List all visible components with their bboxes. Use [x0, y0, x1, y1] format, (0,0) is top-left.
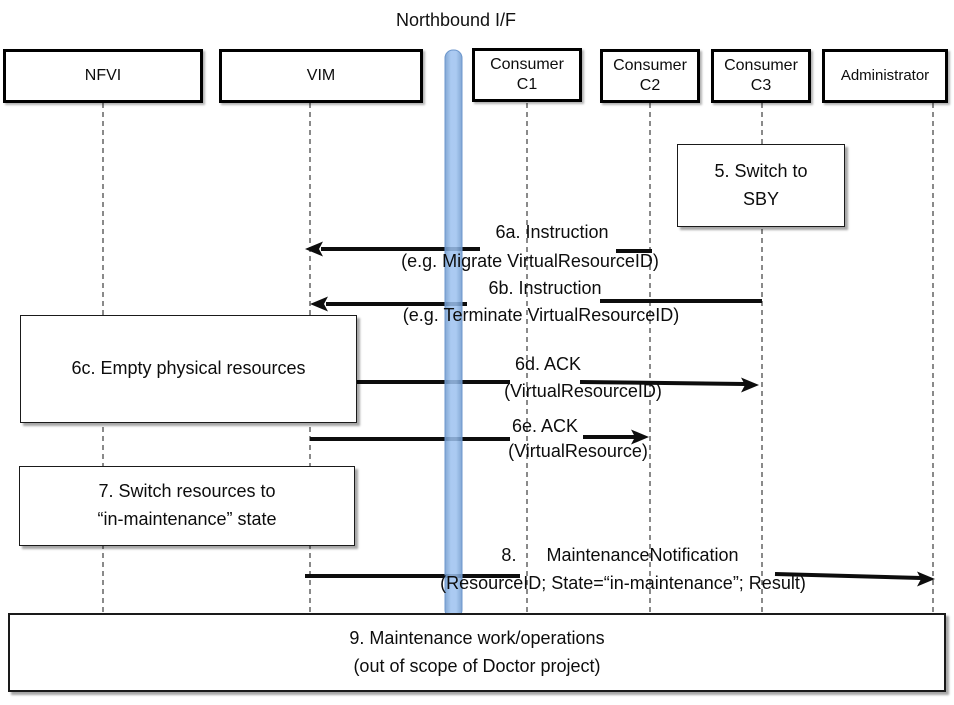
note-9-line1: 9. Maintenance work/operations	[349, 627, 605, 648]
actor-consumer-c3-label-line2: C3	[750, 77, 772, 94]
message-6b-label: 6b. Instruction	[488, 278, 602, 298]
message-6e-arrow	[310, 429, 649, 445]
message-8-label: 8. MaintenanceNotification	[501, 545, 739, 565]
note-6c-empty-physical-resources: 6c. Empty physical resources	[20, 315, 357, 423]
actor-consumer-c2-label-line2: C2	[639, 77, 661, 94]
actor-administrator-label: Administrator	[840, 67, 930, 85]
message-6d-label: 6d. ACK	[514, 354, 582, 374]
note-5-line2: SBY	[742, 188, 780, 209]
note-5-line1: 5. Switch to	[714, 160, 808, 181]
message-8-detail: (ResourceID; State=“in-maintenance”; Res…	[440, 573, 806, 593]
actor-consumer-c1-label-line1: Consumer	[490, 55, 564, 73]
actor-consumer-c3: Consumer C3	[711, 49, 811, 103]
note-6c-line1: 6c. Empty physical resources	[71, 358, 306, 379]
message-6b-detail: (e.g. Terminate VirtualResourceID)	[402, 305, 680, 325]
message-6a-detail: (e.g. Migrate VirtualResourceID)	[401, 251, 659, 271]
northbound-interface-bar	[444, 49, 463, 619]
actor-consumer-c1: Consumer C1	[472, 48, 582, 102]
note-9-maintenance-work: 9. Maintenance work/operations (out of s…	[8, 613, 946, 692]
message-8-arrow	[305, 571, 935, 587]
message-6d-arrow	[357, 377, 759, 393]
note-9-line2: (out of scope of Doctor project)	[353, 655, 601, 676]
message-6b-arrow	[310, 296, 762, 312]
actor-consumer-c3-label-line1: Consumer	[724, 56, 798, 74]
actor-nfvi-label: NFVI	[84, 66, 122, 84]
note-5-switch-to-sby: 5. Switch to SBY	[677, 144, 845, 227]
actor-vim-label: VIM	[306, 66, 336, 84]
actor-consumer-c2: Consumer C2	[600, 49, 700, 103]
actor-consumer-c2-label-line1: Consumer	[613, 56, 687, 74]
note-7-switch-resources: 7. Switch resources to “in-maintenance” …	[19, 466, 355, 546]
message-6d-detail: (VirtualResourceID)	[504, 381, 662, 401]
message-6a-label: 6a. Instruction	[495, 222, 609, 242]
note-7-line2: “in-maintenance” state	[97, 509, 277, 529]
actor-administrator: Administrator	[822, 49, 948, 103]
message-6e-label: 6e. ACK	[511, 416, 579, 436]
actor-nfvi: NFVI	[3, 49, 203, 103]
actor-consumer-c1-label-line2: C1	[516, 76, 538, 93]
message-6e-detail: (VirtualResource)	[508, 441, 648, 461]
actor-vim: VIM	[219, 49, 423, 103]
diagram-title: Northbound I/F	[395, 10, 517, 30]
note-7-line1: 7. Switch resources to	[98, 481, 276, 502]
